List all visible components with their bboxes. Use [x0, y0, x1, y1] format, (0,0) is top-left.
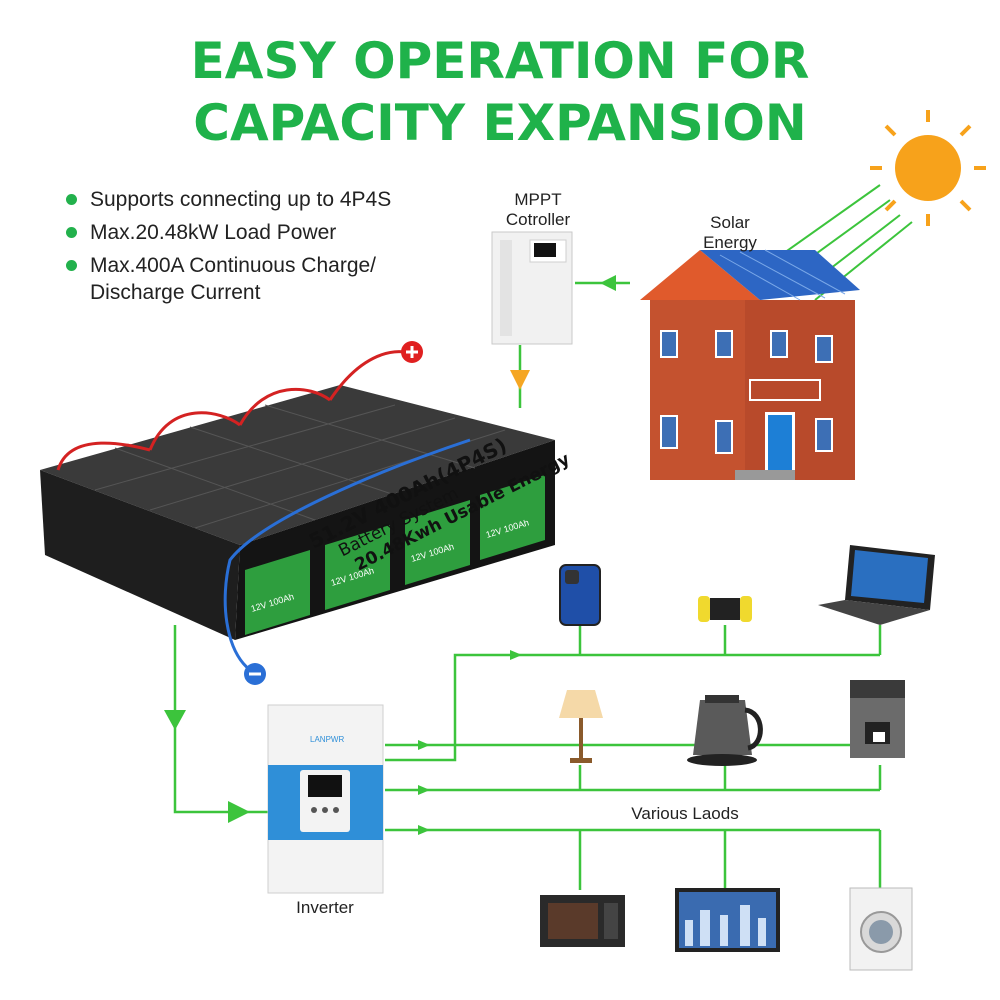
lamp-icon [559, 690, 603, 763]
feature-text: Max.400A Continuous Charge/ Discharge Cu… [90, 254, 377, 304]
battery-bank: 12V 100Ah 12V 100Ah 12V 100Ah 12V 100Ah [40, 385, 555, 640]
arrow-icon [164, 710, 186, 730]
arrow-icon [510, 650, 522, 660]
mppt-label-line2: Cotroller [505, 210, 571, 229]
feature-item: Max.20.48kW Load Power [62, 219, 482, 246]
bullet-icon [66, 227, 77, 238]
negative-terminal-icon [244, 663, 266, 685]
sun-icon [870, 110, 986, 226]
feature-text: Supports connecting up to 4P4S [90, 188, 392, 211]
tv-icon [675, 888, 780, 952]
feature-list: Supports connecting up to 4P4S Max.20.48… [62, 186, 482, 312]
solar-label: Solar Energy [680, 213, 780, 253]
title-line-2: CAPACITY EXPANSION [193, 94, 807, 152]
inverter-label: Inverter [296, 898, 354, 917]
arrow-icon [418, 825, 430, 835]
mppt-controller-icon [491, 231, 573, 345]
solar-label-line2: Energy [703, 233, 757, 252]
arrow-icon [418, 785, 430, 795]
inverter-brand: LANPWR [310, 735, 344, 744]
feature-item: Max.400A Continuous Charge/ Discharge Cu… [62, 252, 450, 306]
bullet-icon [66, 260, 77, 271]
loads-label: Various Laods [631, 804, 739, 823]
game-console-icon [698, 596, 752, 622]
battery-cables [56, 350, 471, 672]
oven-icon [540, 895, 625, 947]
feature-text: Max.20.48kW Load Power [90, 221, 337, 244]
house-icon [640, 249, 860, 480]
arrow-icon [418, 740, 430, 750]
solar-label-line1: Solar [710, 213, 750, 232]
inverter-icon [267, 704, 384, 894]
washing-machine-icon [849, 887, 913, 971]
kettle-icon [687, 695, 763, 766]
bullet-icon [66, 194, 77, 205]
coffee-machine-icon [850, 680, 905, 758]
arrow-icon [600, 275, 616, 291]
flow-arrows [164, 275, 616, 835]
positive-terminal-icon [401, 341, 423, 363]
orange-arrow-icon [510, 370, 530, 390]
feature-item: Supports connecting up to 4P4S [62, 186, 482, 213]
title-line-1: EASY OPERATION FOR [190, 32, 810, 90]
phone-icon [559, 564, 601, 626]
laptop-icon [818, 545, 935, 625]
mppt-label-line1: MPPT [514, 190, 562, 209]
arrow-icon [228, 801, 250, 823]
mppt-label: MPPT Cotroller [488, 190, 588, 230]
